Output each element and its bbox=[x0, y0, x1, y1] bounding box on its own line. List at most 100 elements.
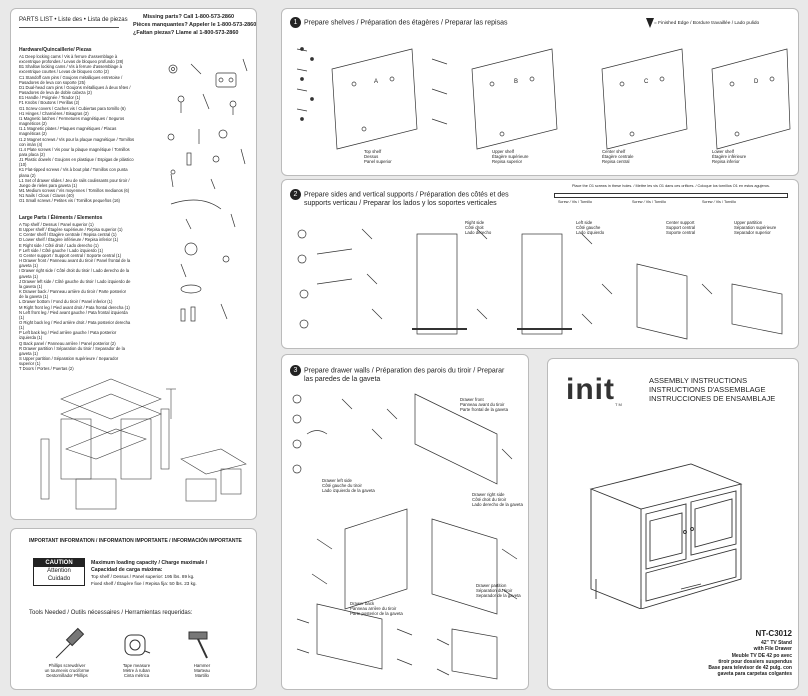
list-item: J1 Plastic dowels / Goujons en plastique… bbox=[19, 157, 134, 163]
screw-label: Screw / Vis / Tornillo bbox=[702, 200, 737, 204]
step3-title-2: las paredes de la gaveta bbox=[304, 376, 381, 383]
list-item: G Center support / Support central / Sop… bbox=[19, 252, 122, 258]
caption: Séparation supérieure bbox=[734, 225, 777, 230]
caution-fr: Attention bbox=[47, 568, 71, 574]
shelf-letter: D bbox=[754, 79, 759, 85]
list-item: B Upper shelf / Étagère supérieure / Rep… bbox=[19, 227, 123, 233]
list-item: K1 Flat-tipped screws / Vis à bout plat … bbox=[19, 167, 128, 173]
capacity-line1: Maximum loading capacity / Charge maxima… bbox=[91, 560, 208, 566]
assembly-title-es: INSTRUCCIONES DE ENSAMBLAJE bbox=[649, 394, 776, 403]
caption: Lower shelf bbox=[712, 149, 734, 154]
list-item: Pasadores de leva de doble cabeza (2) bbox=[19, 90, 92, 96]
list-item: I1.1 Magnetic plates / Plaques magnétiqu… bbox=[19, 126, 117, 132]
caution-box: CAUTION Attention Cuidado bbox=[33, 558, 85, 586]
caption: Étagère supérieure bbox=[492, 154, 529, 159]
caption: Lado izquierdo de la gaveta bbox=[322, 488, 375, 493]
capacity-fixed: Fixed shelf / Étagère fixe / Repisa fija… bbox=[91, 581, 197, 586]
caption: Parte posterior de la gaveta bbox=[350, 611, 403, 616]
list-item: G1 Screw covers / Caches vis / Cubiertas… bbox=[19, 105, 126, 111]
list-item: O1 Small screws / Petites vis / Tornillo… bbox=[19, 198, 120, 204]
list-item: (1) bbox=[19, 314, 25, 320]
logo-tm: TM bbox=[615, 402, 623, 407]
caution-es: Cuidado bbox=[47, 576, 71, 582]
caption: Drawer front bbox=[460, 397, 484, 402]
capacity-top: Top shelf / Dessus / Panel superior: 195… bbox=[91, 574, 195, 579]
caption: Separador superior bbox=[734, 230, 771, 235]
step2-title-2: supports verticau / Preparar los lados y… bbox=[304, 200, 497, 207]
shelf-letter: C bbox=[644, 79, 649, 85]
hammer-icon bbox=[188, 631, 208, 659]
capacity-line2: Capacidad de carga máxima: bbox=[91, 567, 163, 573]
parts-list-title: PARTS LIST • Liste des • Lista de piezas bbox=[19, 17, 128, 23]
assembly-title-fr: INSTRUCTIONS D'ASSEMBLAGE bbox=[649, 385, 766, 394]
caption: Dessus bbox=[364, 154, 379, 159]
step3-diagram bbox=[292, 393, 518, 680]
large-parts-title: Large Parts / Éléments / Elementos bbox=[19, 215, 103, 221]
caution-label: CAUTION bbox=[34, 559, 84, 567]
desc-line: Base para televisor de 42 pulg. con bbox=[708, 665, 792, 672]
logo-text: init bbox=[566, 373, 615, 406]
list-item: Pasadores de leva con soporte (25) bbox=[19, 79, 86, 85]
missing-parts-es: ¿Faltan piezas? Llame al 1-800-573-2860 bbox=[133, 30, 239, 36]
tools-title: Tools Needed / Outils nécessaires / Herr… bbox=[29, 610, 193, 616]
list-item: para placa (2) bbox=[19, 151, 45, 157]
tool-label: Marteau bbox=[194, 668, 210, 673]
missing-parts-fr: Pièces manquantes? Appeler le 1-800-573-… bbox=[133, 22, 257, 28]
list-item: H1 Hinges / Charnières / Bisagras (2) bbox=[19, 110, 89, 116]
tool-label: Cinta métrica bbox=[123, 673, 150, 678]
caption: Center shelf bbox=[602, 149, 626, 154]
finished-edge-icon bbox=[646, 18, 654, 28]
hardware-title: Hardware/Quincaillerie/ Piezas bbox=[19, 47, 92, 53]
important-title: IMPORTANT INFORMATION / INFORMATION IMPO… bbox=[29, 538, 242, 544]
list-item: B1 Shallow locking cams / Vis à ferrure … bbox=[19, 64, 122, 70]
list-item: I1 Magnetic latches / Fermetures magnéti… bbox=[19, 115, 125, 121]
list-item: M1 Medium screws / Vis moyennes / Tornil… bbox=[19, 188, 130, 194]
parts-list-panel: PARTS LIST • Liste des • Lista de piezas… bbox=[10, 8, 257, 520]
caption: Right side bbox=[465, 220, 485, 225]
list-item: magnéticos (2) bbox=[19, 121, 47, 127]
model-number: NT-C3012 bbox=[755, 629, 792, 638]
product-description: 42" TV Stand with File Drawer Meuble TV … bbox=[708, 640, 792, 678]
step-number: 1 bbox=[290, 17, 301, 28]
list-item: (1) bbox=[19, 325, 25, 331]
caption: Support central bbox=[666, 225, 696, 230]
list-item: C Center shelf / Étagère centrale / Repi… bbox=[19, 232, 117, 238]
caption: Soporte central bbox=[666, 230, 696, 235]
list-item: D Lower shelf / Étagère inférieure / Rep… bbox=[19, 237, 119, 243]
list-item: L1 Set of drawer slides / Jeu de rails c… bbox=[19, 177, 130, 183]
caption: Étagère centrale bbox=[602, 154, 634, 159]
list-item: gaveta (1) bbox=[19, 350, 38, 356]
list-item: M Right front leg / Pied avant droit / P… bbox=[19, 304, 130, 310]
caption: Côté droit du tiroir bbox=[472, 497, 507, 502]
tool-screwdriver-label: Phillips screwdriver un tournevis crucif… bbox=[37, 663, 97, 678]
shelf-letter: A bbox=[374, 79, 379, 85]
assembly-title-en: ASSEMBLY INSTRUCTIONS bbox=[649, 376, 748, 385]
list-item: izquierda (1) bbox=[19, 335, 43, 341]
step2-title-1: Prepare sides and vertical supports / Pr… bbox=[304, 191, 509, 199]
caption: Séparation du tiroir bbox=[476, 588, 513, 593]
caption: Drawer left side bbox=[322, 478, 352, 483]
caption: Côté gauche du tiroir bbox=[322, 483, 362, 488]
list-item: N1 Nails / Clous / Clavos (40) bbox=[19, 193, 74, 199]
tool-label: Tape measure bbox=[122, 663, 151, 668]
screwdriver-icon bbox=[55, 627, 85, 659]
list-item: I Drawer right side / Côté droit du tiro… bbox=[19, 268, 130, 274]
tv-stand-illustration bbox=[589, 463, 743, 609]
list-item: de la gaveta (1) bbox=[19, 294, 49, 300]
list-item: gaveta (1) bbox=[19, 273, 38, 279]
list-item: la gaveta (1) bbox=[19, 283, 43, 289]
step1-shelves-diagram bbox=[296, 47, 791, 150]
caption: Panel superior bbox=[364, 159, 392, 164]
list-item: J Drawer left side / Côté gauche du tiro… bbox=[19, 278, 131, 284]
list-item: Juego de rieles para gaveta (1) bbox=[19, 182, 77, 188]
caption: Upper partition bbox=[734, 220, 763, 225]
list-item: con imán (4) bbox=[19, 141, 43, 147]
finished-edge-note: = Finished Edge / Bordure travaillée / L… bbox=[654, 21, 760, 26]
caption: Separador de la gaveta bbox=[476, 593, 521, 598]
